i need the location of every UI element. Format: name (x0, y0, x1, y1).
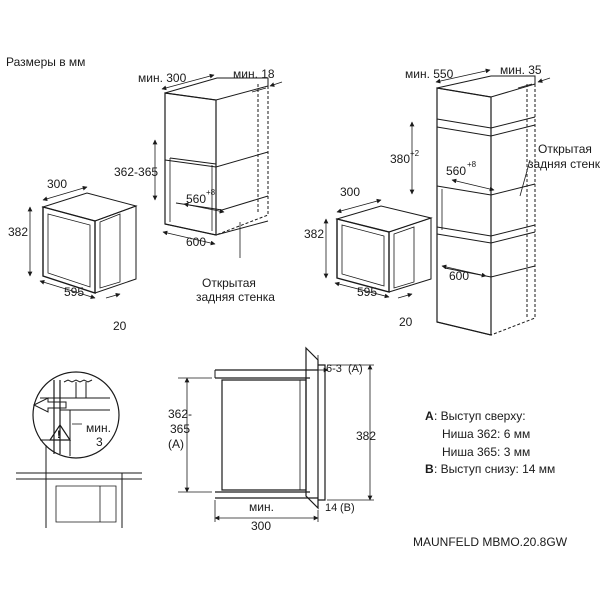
tall-unit-drawing (436, 75, 536, 336)
legend-a-text: : Выступ сверху: (434, 409, 526, 423)
oven-left-depth: 300 (47, 177, 67, 191)
section-top-tag: (A) (348, 363, 363, 375)
tall-gap-min: мин. 35 (500, 63, 542, 77)
oven-left-drawing (41, 192, 138, 294)
wall-note-line1: Открытая (202, 276, 256, 290)
oven-left-height: 382 (8, 225, 28, 239)
model-name: MAUNFELD MBMO.20.8GW (413, 535, 568, 549)
tall-niche-width-tol: +8 (467, 160, 477, 169)
oven-right-depth: 300 (340, 185, 360, 199)
warning-icon (48, 423, 72, 441)
svg-text:!: ! (57, 429, 61, 441)
tall-depth-min: мин. 550 (405, 67, 454, 81)
wall-unit-drawing (164, 77, 269, 236)
section-bottom-tag: (B) (340, 502, 355, 514)
wall-outer-width: 600 (186, 235, 206, 249)
oven-left-front: 20 (113, 319, 127, 333)
legend: A : Выступ сверху: Ниша 362: 6 мм Ниша 3… (425, 409, 555, 476)
detail-min-label: мин. (86, 421, 111, 435)
section-height-tag: (A) (168, 437, 184, 451)
wall-niche-height: 362-365 (114, 165, 158, 179)
tall-niche-width: 560 (446, 164, 466, 178)
legend-a-key: A (425, 409, 434, 423)
section-min-depth-label: мин. (249, 500, 274, 514)
wall-niche-width: 560 (186, 192, 206, 206)
section-bottom-offset: 14 (325, 502, 337, 514)
oven-left-width: 595 (64, 285, 84, 299)
wall-gap-min: мин. 18 (233, 67, 275, 81)
oven-right-width: 595 (357, 285, 377, 299)
detail-min-value: 3 (96, 435, 103, 449)
tall-niche-height: 380 (390, 152, 410, 166)
detail-view: ! (16, 371, 142, 528)
section-total-height: 382 (356, 429, 376, 443)
tall-outer-width: 600 (449, 269, 469, 283)
tall-niche-height-tol: +2 (410, 149, 420, 158)
oven-right-drawing (335, 205, 433, 293)
oven-right-front: 20 (399, 315, 413, 329)
tall-note-line2: задняя стенка (528, 157, 600, 171)
legend-a-line2: Ниша 362: 6 мм (442, 427, 530, 441)
legend-a-line3: Ниша 365: 3 мм (442, 445, 530, 459)
section-height-top: 362- (168, 407, 192, 421)
tall-note-line1: Открытая (538, 142, 592, 156)
legend-b-text: : Выступ снизу: 14 мм (434, 462, 555, 476)
section-top-offset: 6-3 (326, 363, 342, 375)
wall-note-line2: задняя стенка (196, 290, 275, 304)
oven-right-height: 382 (304, 227, 324, 241)
section-view (214, 346, 326, 510)
legend-b-key: B (425, 462, 434, 476)
wall-niche-width-tol: +8 (206, 188, 216, 197)
section-min-depth-value: 300 (251, 519, 271, 533)
section-height-bottom: 365 (170, 422, 190, 436)
units-label: Размеры в мм (6, 55, 85, 69)
wall-depth-min: мин. 300 (138, 71, 187, 85)
